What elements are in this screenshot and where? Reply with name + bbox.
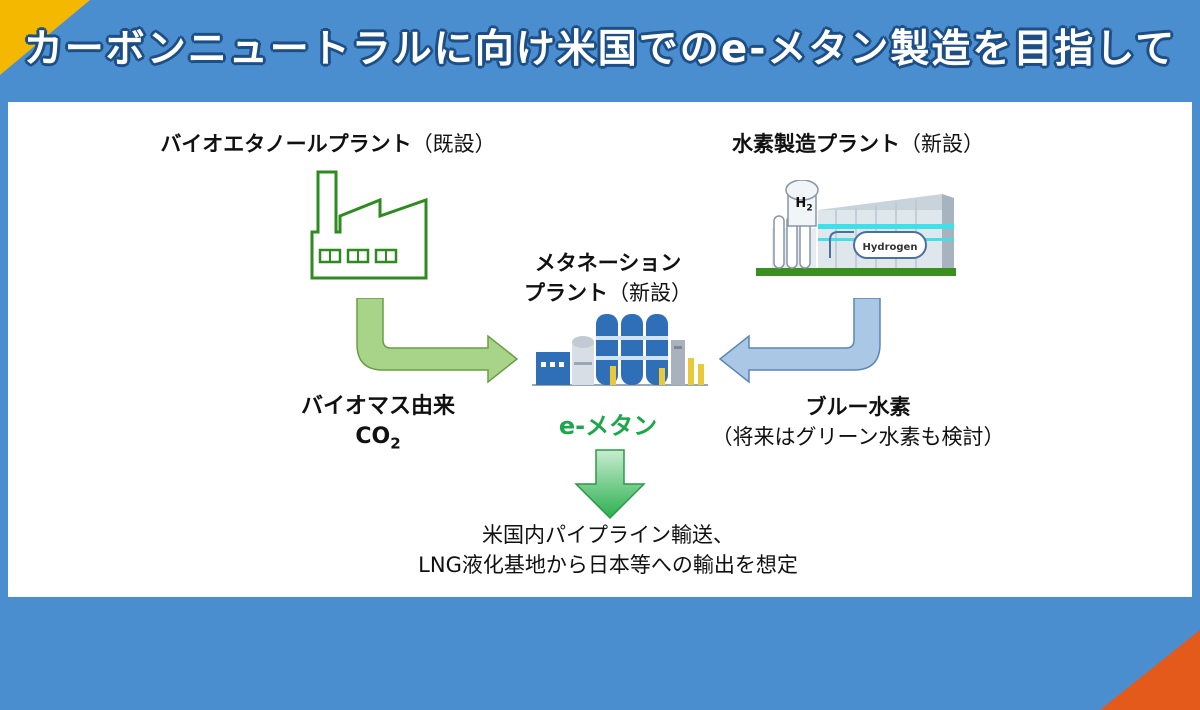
factory-icon	[310, 170, 428, 280]
methanation-label: メタネーション プラント（新設）	[524, 251, 692, 305]
bottom-right-corner-accent	[1100, 630, 1200, 710]
output-flow-arrow	[574, 449, 646, 520]
co2-source-label: バイオマス由来 CO2	[300, 394, 455, 453]
h2-tank-label: H2	[795, 196, 813, 214]
hydrogen-building-label: Hydrogen	[862, 242, 918, 253]
hydrogen-plant-icon	[756, 180, 956, 276]
hydrogen-source-label: ブルー水素 （将来はグリーン水素も検討）	[711, 395, 1005, 449]
transport-note: 米国内パイプライン輸送、 LNG液化基地から日本等への輸出を想定	[418, 523, 798, 577]
methanation-plant-icon	[532, 314, 708, 386]
diagram-panel: バイオエタノールプラント（既設） 水素製造プラント（新設） メタネーション プラ…	[8, 102, 1192, 597]
top-left-corner-accent	[0, 0, 90, 75]
e-methane-label: e-メタン	[558, 412, 658, 440]
bio-plant-label: バイオエタノールプラント（既設）	[160, 132, 496, 156]
co2-flow-arrow	[356, 298, 519, 384]
h2-plant-label: 水素製造プラント（新設）	[732, 132, 984, 156]
page-title: カーボンニュートラルに向け米国でのe-メタン製造を目指して	[23, 27, 1177, 72]
hydrogen-flow-arrow	[718, 298, 881, 384]
